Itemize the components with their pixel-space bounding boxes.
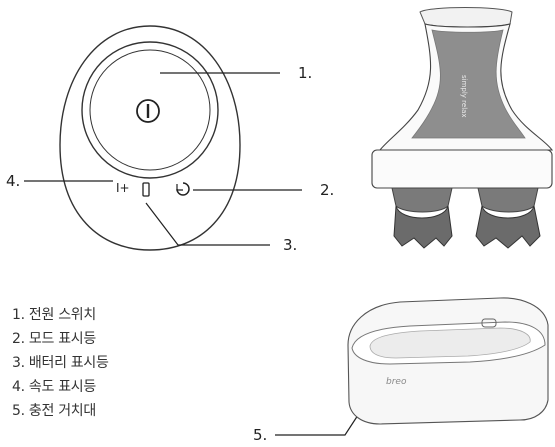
power-dial-inner-ring [89,49,211,171]
callout-power-number: 1. [298,64,312,82]
power-icon[interactable] [136,99,160,123]
dock-inner-tray [369,327,531,359]
callout-speed-number: 4. [6,172,20,190]
dock-charging-contact [481,318,497,328]
battery-icon [142,182,150,197]
callout-charger: 5. [253,411,361,444]
dock-brand-label: breo [386,377,407,387]
legend-item-power-switch: 1. 전원 스위치 [12,307,96,323]
mode-icon [176,182,190,196]
callout-battery: 3. [145,202,297,254]
legend-item-battery-indicator: 3. 배터리 표시등 [12,355,109,371]
callout-power: 1. [160,64,312,82]
massage-node-right [475,187,541,249]
speed-indicator-glyph: I+ [116,181,130,195]
legend-item-mode-indicator: 2. 모드 표시등 [12,331,96,347]
massage-node-left [391,187,453,249]
legend-item-charging-dock: 5. 충전 거치대 [12,403,96,419]
massager-side-view: simply relax [371,7,554,249]
massager-side-label: simply relax [460,75,468,118]
massager-base-block [371,149,553,189]
callout-mode: 2. [193,181,334,199]
massager-grey-panel [411,29,526,139]
device-top-view: I+ [59,25,241,251]
callout-battery-number: 3. [283,236,297,254]
charging-dock: breo [347,297,549,425]
legend-list: 1. 전원 스위치 2. 모드 표시등 3. 배터리 표시등 4. 속도 표시등… [12,303,109,423]
callout-mode-number: 2. [320,181,334,199]
callout-speed: 4. [6,172,113,190]
callout-charger-number: 5. [253,426,267,444]
massager-top-cap [419,7,513,28]
legend-item-speed-indicator: 4. 속도 표시등 [12,379,96,395]
